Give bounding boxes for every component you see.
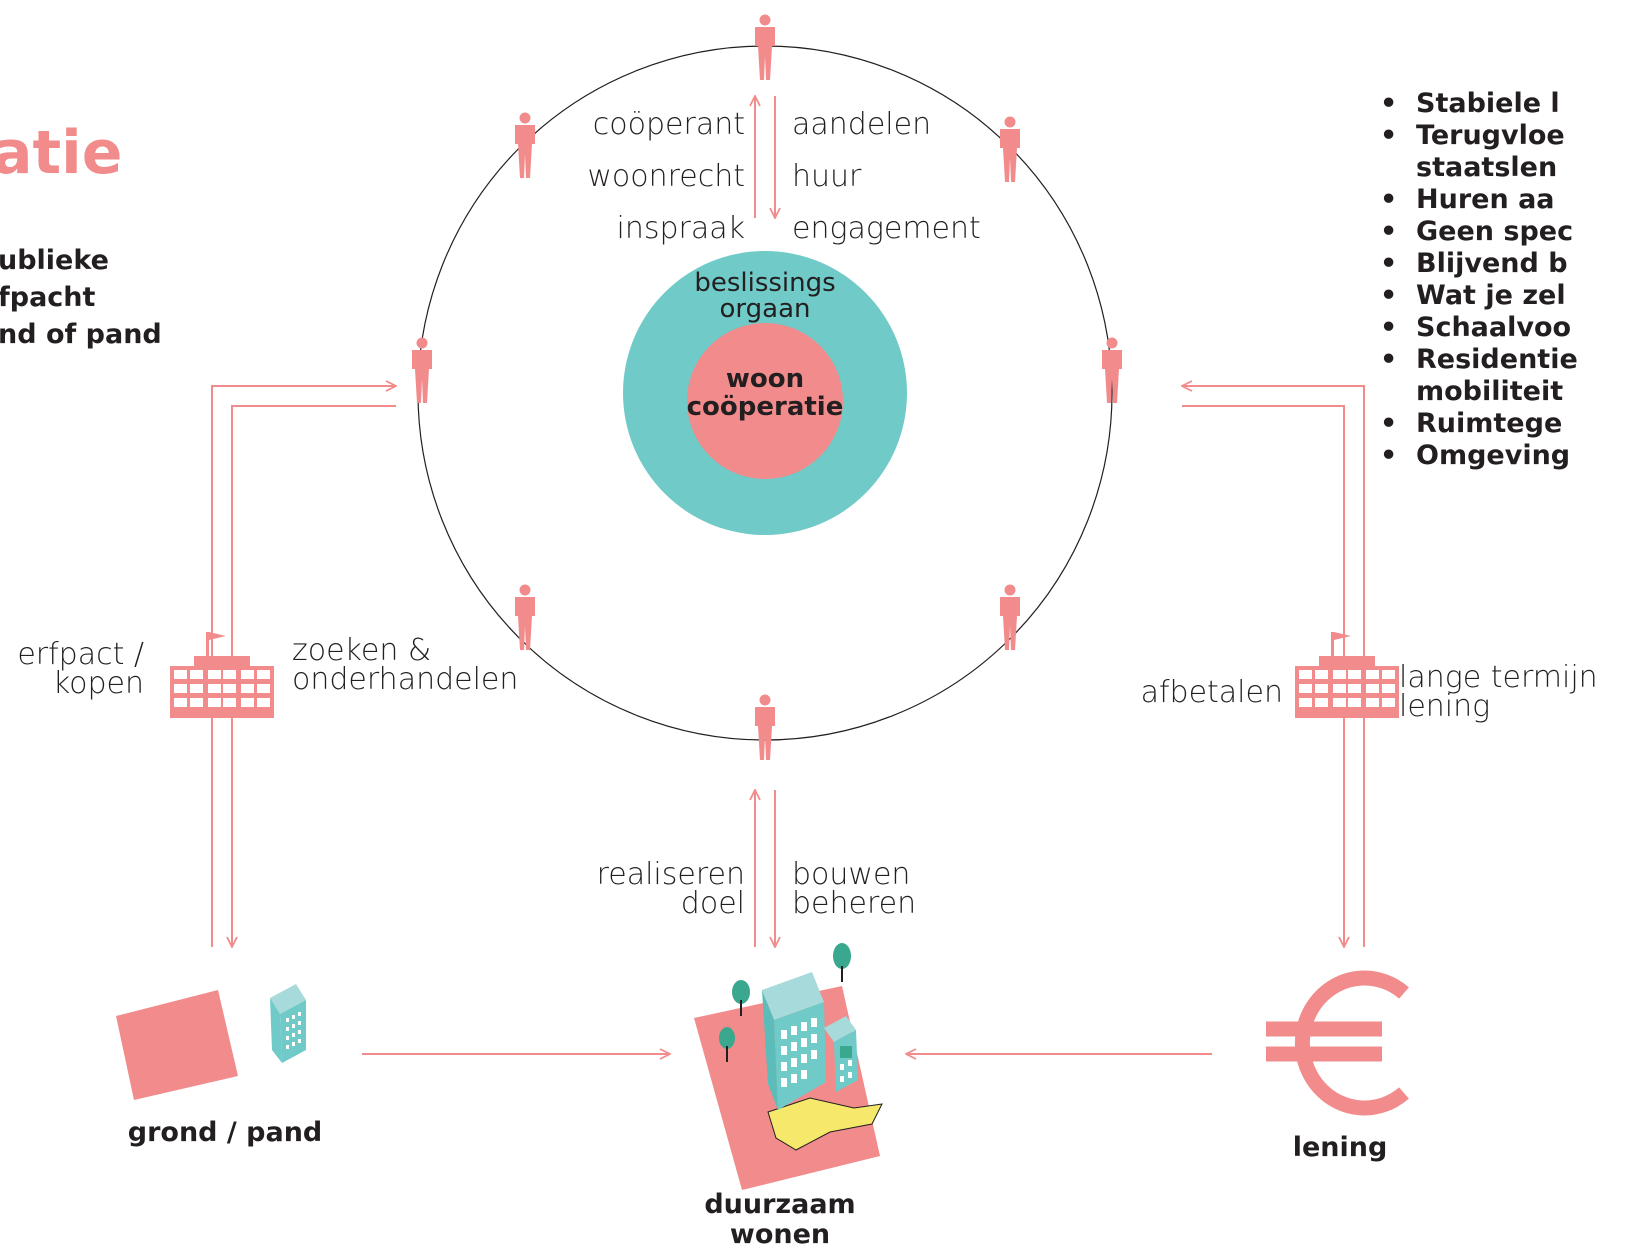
bank-building-icon xyxy=(170,632,274,718)
sustainable-living-label: duurzaam wonen xyxy=(704,1189,856,1250)
person-icon xyxy=(1000,116,1020,182)
person-icon xyxy=(755,694,775,760)
decision-body-label: beslissings orgaan xyxy=(694,268,836,324)
person-icon xyxy=(412,337,432,403)
term-shares: aandelen xyxy=(792,107,932,142)
apartment-building-icon xyxy=(270,984,306,1063)
list-item: Huren aa xyxy=(1380,184,1578,216)
arrow-to-ground xyxy=(232,405,396,947)
arrow-to-loan xyxy=(1182,405,1344,947)
ground-label: grond / pand xyxy=(127,1117,323,1148)
long-term-loan-label: lange termijn lening xyxy=(1399,660,1598,724)
term-cooperant: coöperant xyxy=(592,107,745,142)
housing-project-icon xyxy=(694,943,883,1190)
repay-label: afbetalen xyxy=(1140,675,1283,710)
term-rent: huur xyxy=(792,159,862,194)
loan-label: lening xyxy=(1292,1132,1388,1163)
left-note-line: nd of pand xyxy=(0,319,162,350)
lease-buy-label: erfpact / kopen xyxy=(17,637,144,701)
term-participation: inspraak xyxy=(616,211,746,246)
term-housing-right: woonrecht xyxy=(587,159,745,194)
person-icon xyxy=(515,112,535,178)
list-item: Stabiele l xyxy=(1380,88,1578,120)
page-title: atie xyxy=(0,118,123,188)
list-item: Schaalvoo xyxy=(1380,312,1578,344)
cooperative-core-label: woon coöperatie xyxy=(686,364,844,422)
cooperative-core-disc xyxy=(687,323,843,479)
left-note-line: fpacht xyxy=(0,282,96,313)
bank-building-icon xyxy=(1295,632,1399,718)
term-engagement: engagement xyxy=(792,211,981,246)
search-negotiate-label: zoeken & onderhandelen xyxy=(292,633,519,697)
euro-icon xyxy=(1266,970,1409,1116)
left-note: ublieke fpacht nd of pand xyxy=(0,242,162,353)
arrow-to-circle-right xyxy=(1182,386,1365,947)
ground-plot-icon xyxy=(116,990,238,1100)
list-item: Blijvend b xyxy=(1380,248,1578,280)
list-item: Wat je zel xyxy=(1380,280,1578,312)
list-item: Omgeving xyxy=(1380,440,1578,472)
list-item: Ruimtege xyxy=(1380,408,1578,440)
arrow-to-circle-left xyxy=(211,386,396,947)
person-icon xyxy=(755,14,775,80)
realise-goal-label: realiseren doel xyxy=(596,857,745,921)
left-note-line: ublieke xyxy=(0,245,109,276)
person-icon xyxy=(1000,584,1020,650)
list-item: Geen spec xyxy=(1380,216,1578,248)
build-manage-label: bouwen beheren xyxy=(792,857,917,921)
